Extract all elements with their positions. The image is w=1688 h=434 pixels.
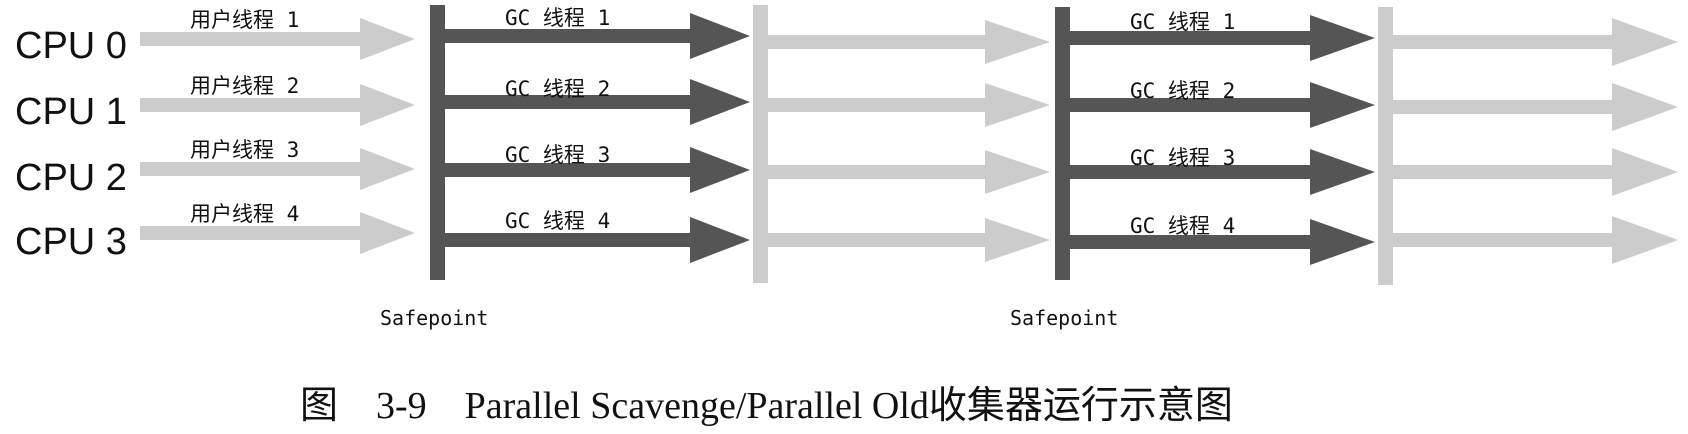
user-thread-label-1: 用户线程 1 [190,8,299,32]
user-arrow-3-cpu-0 [1393,18,1678,66]
gc-arrow-2-cpu-3 [1070,219,1375,265]
gc-arrow-2-cpu-2 [1070,149,1375,195]
user-arrow-cpu-1 [140,84,415,126]
user-thread-label-4: 用户线程 4 [190,202,299,226]
safepoint-label-1: Safepoint [380,306,488,330]
gc-arrow-1-cpu-3 [445,217,750,263]
user-arrows-segment-3 [1393,18,1678,264]
cpu-label-0: CPU 0 [15,25,127,67]
user-arrows-segment-2 [768,20,1050,262]
user-arrow-2-cpu-1 [768,83,1050,127]
gc-thread-label-4b: GC 线程 4 [1130,214,1235,238]
cpu-label-2: CPU 2 [15,157,127,199]
user-arrow-3-cpu-3 [1393,216,1678,264]
gc-arrow-2-cpu-0 [1070,15,1375,61]
user-arrow-cpu-2 [140,148,415,190]
user-arrow-cpu-0 [140,18,415,60]
gc-thread-label-3a: GC 线程 3 [505,143,610,167]
cpu-label-1: CPU 1 [15,91,127,133]
gc-arrow-1-cpu-2 [445,147,750,193]
user-arrow-3-cpu-2 [1393,148,1678,196]
figure-caption: 图 3-9 Parallel Scavenge/Parallel Old收集器运… [300,385,1233,427]
gc-arrows-segment-1 [445,13,750,263]
resume-bar-1 [753,5,768,283]
user-arrow-3-cpu-1 [1393,83,1678,131]
safepoint-label-2: Safepoint [1010,306,1118,330]
user-arrows-segment-1 [140,18,415,254]
gc-thread-label-4a: GC 线程 4 [505,209,610,233]
user-arrow-2-cpu-3 [768,218,1050,262]
safepoint-bar-2 [1055,7,1070,280]
gc-thread-label-1a: GC 线程 1 [505,6,610,30]
user-arrow-2-cpu-0 [768,20,1050,64]
gc-thread-label-2b: GC 线程 2 [1130,79,1235,103]
gc-arrow-1-cpu-0 [445,13,750,59]
user-thread-label-2: 用户线程 2 [190,74,299,98]
user-arrow-cpu-3 [140,212,415,254]
user-arrow-2-cpu-2 [768,150,1050,194]
safepoint-bar-1 [430,5,445,280]
gc-arrow-2-cpu-1 [1070,82,1375,128]
gc-arrows-segment-2 [1070,15,1375,265]
gc-thread-label-3b: GC 线程 3 [1130,146,1235,170]
cpu-label-3: CPU 3 [15,221,127,263]
gc-thread-label-2a: GC 线程 2 [505,77,610,101]
resume-bar-2 [1378,7,1393,285]
user-thread-label-3: 用户线程 3 [190,138,299,162]
gc-thread-label-1b: GC 线程 1 [1130,10,1235,34]
gc-arrow-1-cpu-1 [445,79,750,125]
